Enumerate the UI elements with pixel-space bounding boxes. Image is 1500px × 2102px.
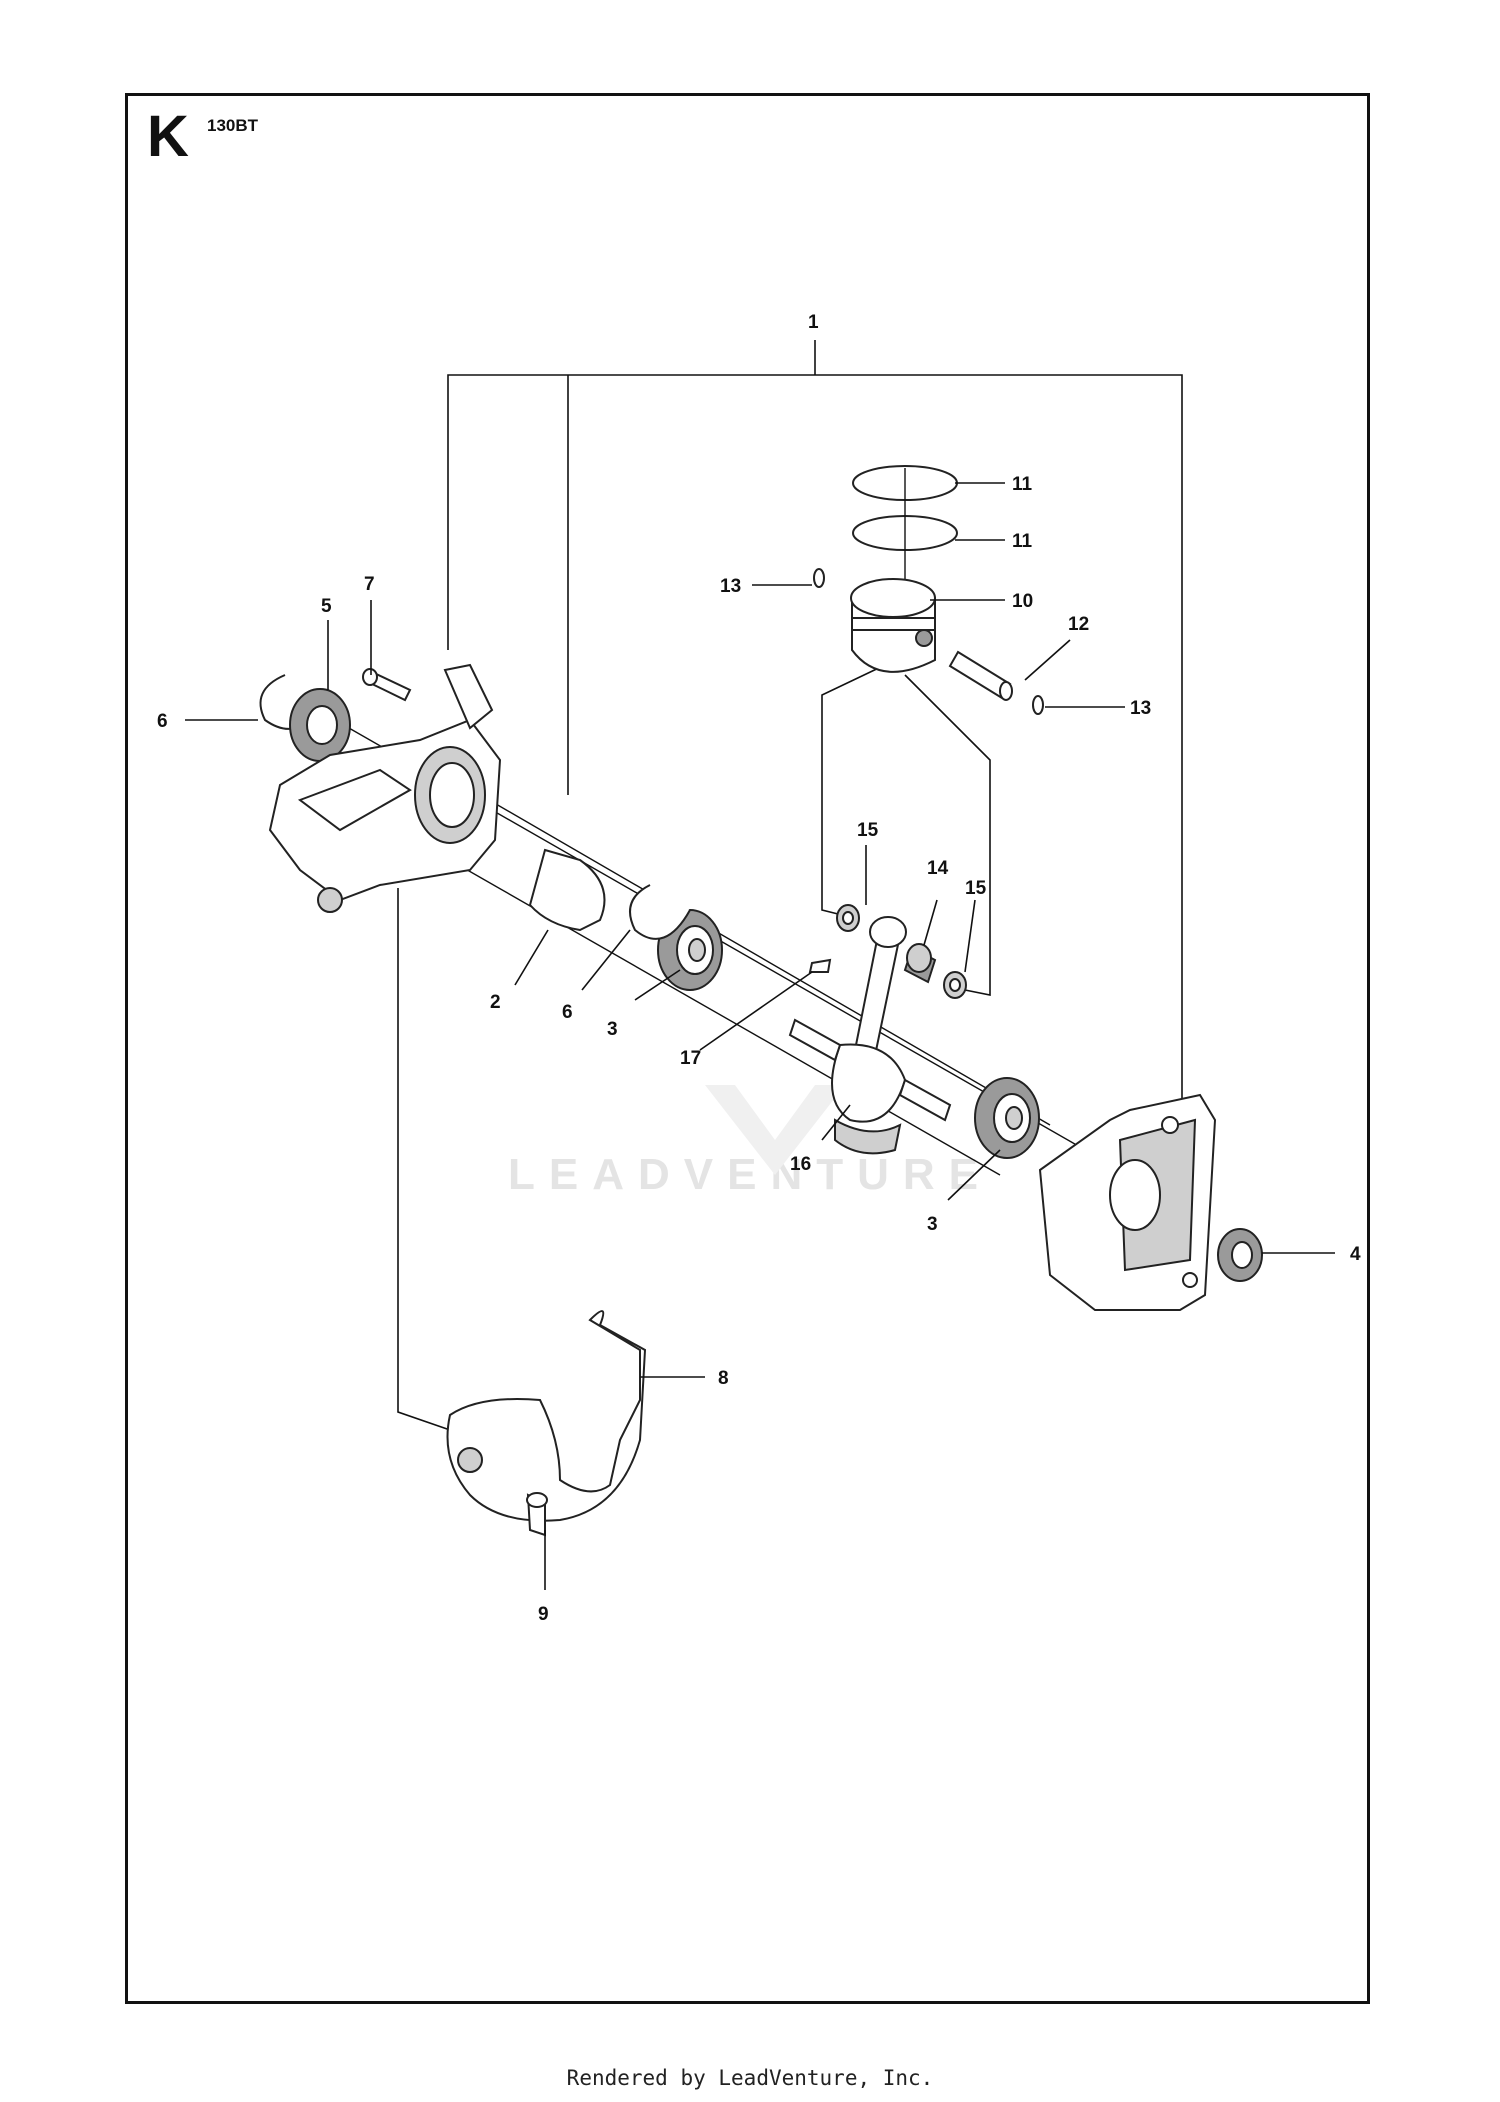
screw-part xyxy=(362,668,412,702)
diagram-frame xyxy=(125,93,1370,2004)
woodruff-key-part xyxy=(808,958,832,973)
leader-line xyxy=(1024,639,1071,681)
callout-1: 1 xyxy=(808,312,819,333)
thrust-washer-part xyxy=(842,911,854,925)
leader-line xyxy=(699,971,813,1051)
leader-line xyxy=(581,929,631,991)
callout-4: 4 xyxy=(1350,1244,1361,1265)
watermark: LEADVENTURE xyxy=(507,1150,993,1199)
piston-bracket xyxy=(821,664,886,916)
needle-bearing-part xyxy=(903,943,937,984)
retaining-ring-part xyxy=(629,884,691,940)
callout-8: 8 xyxy=(718,1368,729,1389)
callout-7: 7 xyxy=(364,574,375,595)
circlip-part xyxy=(1032,695,1044,715)
callout-6: 6 xyxy=(562,1002,573,1023)
callout-3: 3 xyxy=(607,1019,618,1040)
callout-14: 14 xyxy=(927,858,949,879)
crankshaft-part xyxy=(788,916,952,1155)
ball-bearing-part xyxy=(657,909,723,991)
circlip-part xyxy=(813,568,825,588)
axis-line xyxy=(379,819,1001,1176)
callout-2: 2 xyxy=(490,992,501,1013)
leader-line xyxy=(821,1104,851,1141)
callout-17: 17 xyxy=(680,1048,701,1069)
oil-seal-part xyxy=(289,688,351,762)
piston-bracket xyxy=(904,674,991,996)
callout-3: 3 xyxy=(927,1214,938,1235)
kit-bracket xyxy=(447,374,1183,1130)
callout-13: 13 xyxy=(1130,698,1151,719)
callout-6: 6 xyxy=(157,711,168,732)
leader-line xyxy=(923,899,938,946)
crankcase-left-part xyxy=(268,663,502,913)
leader-line xyxy=(514,929,549,986)
callout-10: 10 xyxy=(1012,591,1033,612)
leader-line xyxy=(634,969,681,1001)
guard-part xyxy=(446,1310,647,1522)
screw-part xyxy=(526,1492,548,1537)
callout-11: 11 xyxy=(1012,474,1033,495)
leader-line xyxy=(947,1149,1001,1201)
callout-9: 9 xyxy=(538,1604,549,1625)
ball-bearing-part xyxy=(974,1077,1040,1159)
callout-12: 12 xyxy=(1068,614,1089,635)
crankcase-right-part xyxy=(1038,1093,1217,1311)
oil-seal-part xyxy=(1217,1228,1263,1282)
callout-11: 11 xyxy=(1012,531,1033,552)
footer-credit: Rendered by LeadVenture, Inc. xyxy=(566,2066,934,2090)
section-letter: K xyxy=(147,104,189,169)
gasket-part xyxy=(528,848,606,932)
callout-15: 15 xyxy=(857,820,879,841)
model-label: 130BT xyxy=(207,116,259,135)
callout-13: 13 xyxy=(720,576,741,597)
axis-line xyxy=(419,759,1051,1126)
callout-15: 15 xyxy=(965,878,987,899)
piston-pin-part xyxy=(948,650,1013,701)
leader-line xyxy=(964,899,976,973)
guard-lead xyxy=(397,888,451,1431)
callout-16: 16 xyxy=(790,1154,811,1175)
callout-5: 5 xyxy=(321,596,332,617)
thrust-washer-part xyxy=(949,978,961,992)
piston-part xyxy=(850,578,936,673)
watermark-logo xyxy=(705,1085,845,1175)
